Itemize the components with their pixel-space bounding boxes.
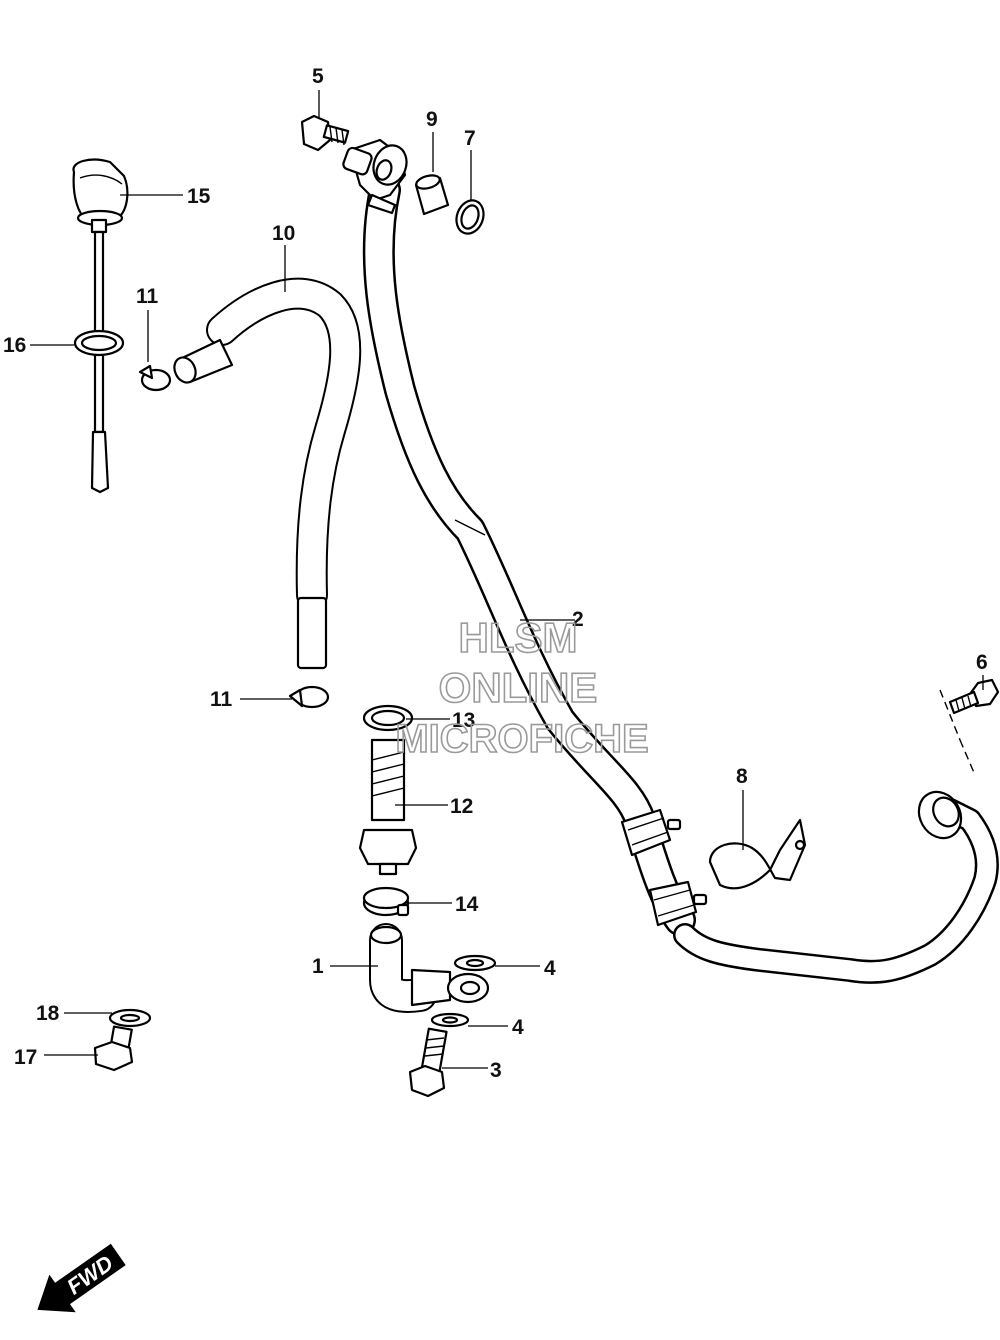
part-2-hose-clamp-upper[interactable] [620,808,682,857]
watermark-line-1: HLSM [459,614,578,661]
part-16-dipstick[interactable] [90,230,110,494]
callout-7: 7 [464,127,476,150]
callout-13: 13 [452,709,475,732]
part-2-hose-clamp-lower[interactable] [648,880,708,927]
fwd-arrow-icon: FWD [37,1243,126,1313]
part-15-dipstick-cap[interactable] [72,158,129,234]
part-7-o-ring[interactable] [452,197,488,238]
part-6-bolt[interactable] [939,678,1000,776]
callout-labels: 5 9 7 15 10 11 16 2 6 8 11 13 12 14 1 4 … [3,65,988,1082]
leader-lines [30,90,984,1069]
callout-8: 8 [736,765,748,788]
part-4-washer-upper[interactable] [453,954,497,972]
callout-16: 16 [3,334,26,357]
part-5-bolt[interactable] [300,114,350,152]
callout-17: 17 [14,1046,37,1069]
part-2-metal-pipe[interactable] [673,784,999,984]
callout-12: 12 [450,795,473,818]
callout-18: 18 [36,1002,60,1025]
part-2-banjo-fitting[interactable] [342,138,412,215]
callout-15: 15 [187,185,211,208]
part-3-union-bolt[interactable] [408,1027,448,1098]
callout-2: 2 [572,608,584,631]
part-2-long-hose[interactable] [362,174,696,936]
callout-14: 14 [455,893,479,916]
part-14-clamp[interactable] [362,886,410,917]
part-9-sleeve[interactable] [414,173,450,216]
callout-9: 9 [426,108,438,131]
part-11-clip-upper[interactable] [138,364,172,392]
part-8-bracket[interactable] [708,818,807,890]
watermark: HLSM ONLINE MICROFICHE [395,613,650,762]
callout-4-upper: 4 [544,957,556,980]
callout-11-upper: 11 [136,285,159,308]
part-10-bent-hose[interactable] [170,277,362,670]
callout-6: 6 [976,651,988,674]
watermark-line-3: MICROFICHE [395,717,648,761]
part-16-o-ring[interactable] [73,329,125,357]
callout-11-lower: 11 [210,688,233,711]
part-11-clip-lower[interactable] [288,685,330,709]
part-17-drain-bolt[interactable] [93,1025,134,1072]
part-18-washer[interactable] [108,1008,152,1028]
part-12-fitting[interactable] [358,738,418,876]
callout-3: 3 [490,1059,502,1082]
callout-4-lower: 4 [512,1016,524,1039]
callout-5: 5 [312,65,324,88]
part-1-elbow-hose[interactable] [369,923,490,1014]
part-13-o-ring[interactable] [362,704,414,732]
watermark-line-2: ONLINE [439,664,598,711]
callout-1: 1 [312,955,324,978]
part-4-washer-lower[interactable] [430,1012,470,1028]
callout-10: 10 [272,222,295,245]
